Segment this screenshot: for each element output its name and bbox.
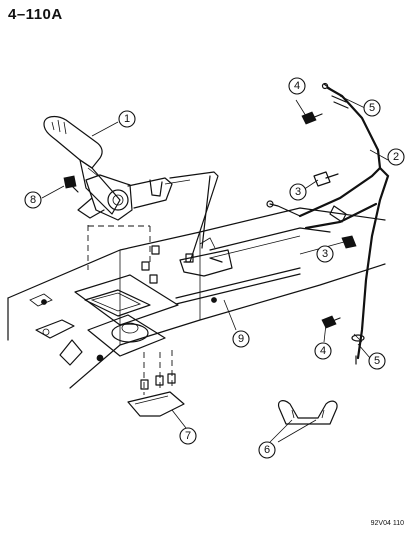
callout-6-label: 6 xyxy=(264,444,270,456)
callout-5-upper-label: 5 xyxy=(369,102,375,114)
callout-9-label: 9 xyxy=(238,333,244,345)
callout-4-lower: 4 xyxy=(314,342,332,360)
callout-7: 7 xyxy=(179,427,197,445)
page-title: 4–110A xyxy=(8,6,63,23)
cable-slot xyxy=(175,227,331,305)
retaining-clip xyxy=(278,400,338,425)
callout-2-label: 2 xyxy=(393,151,399,163)
callout-4-upper: 4 xyxy=(288,77,306,95)
callout-1: 1 xyxy=(118,110,136,128)
lower-bracket xyxy=(127,350,185,417)
callout-8-label: 8 xyxy=(30,194,36,206)
callout-3-lower-label: 3 xyxy=(322,248,328,260)
callout-3-lower: 3 xyxy=(316,245,334,263)
callout-8: 8 xyxy=(24,191,42,209)
callout-1-label: 1 xyxy=(124,113,130,125)
callout-3-upper-label: 3 xyxy=(295,186,301,198)
callout-3-upper: 3 xyxy=(289,183,307,201)
callout-2: 2 xyxy=(387,148,405,166)
leader-lines xyxy=(41,95,389,443)
hand-brake-lever xyxy=(43,115,191,221)
callout-9: 9 xyxy=(232,330,250,348)
floor-pan xyxy=(7,207,386,389)
callout-4-lower-label: 4 xyxy=(320,345,326,357)
fasteners xyxy=(63,111,357,329)
brake-cable xyxy=(266,82,390,365)
callout-5-upper: 5 xyxy=(363,99,381,117)
callout-5-lower: 5 xyxy=(368,352,386,370)
callout-7-label: 7 xyxy=(185,430,191,442)
callout-5-lower-label: 5 xyxy=(374,355,380,367)
callout-4-upper-label: 4 xyxy=(294,80,300,92)
diagram-code: 92V04 110 xyxy=(370,520,404,527)
callout-6: 6 xyxy=(258,441,276,459)
lever-bracket xyxy=(87,171,233,284)
